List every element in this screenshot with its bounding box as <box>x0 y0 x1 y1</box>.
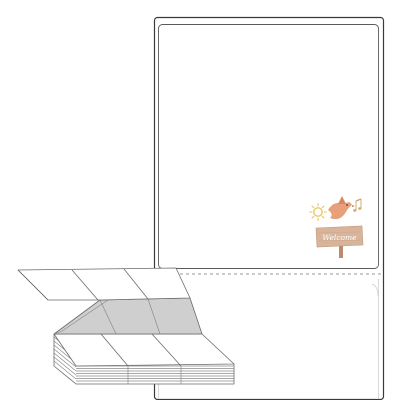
label-sheet <box>153 16 385 400</box>
welcome-sign-icon: Welcome <box>315 225 364 258</box>
fanfold-stack <box>17 267 235 385</box>
bird-icon <box>328 196 355 220</box>
sign-text: Welcome <box>322 233 357 242</box>
sun-icon <box>308 202 328 222</box>
music-note-icon <box>353 198 362 212</box>
label-area <box>158 24 379 269</box>
